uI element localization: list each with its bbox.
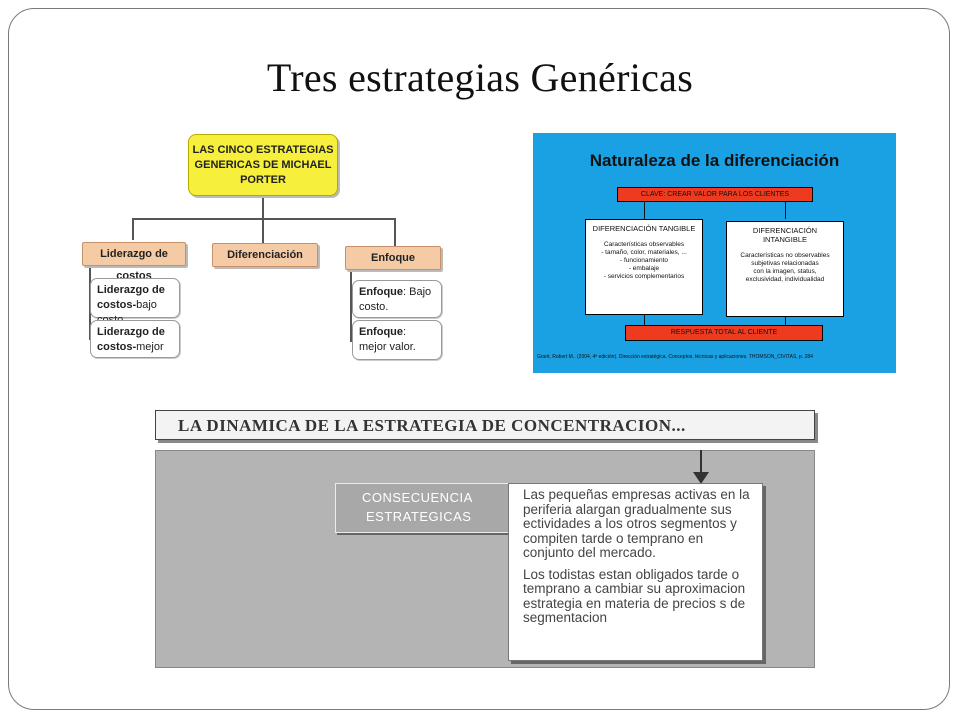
sub-box-enfoque-mejor: Enfoque: mejor valor.	[352, 320, 442, 360]
sub-box-costos-mejor: Liderazgo de costos-mejor	[90, 320, 180, 358]
intangible-card: DIFERENCIACIÓN INTANGIBLE Característica…	[726, 221, 844, 317]
diferenciacion-title: Naturaleza de la diferenciación	[589, 151, 840, 170]
diferenciacion-panel: Naturaleza de la diferenciación CLAVE: C…	[533, 133, 896, 373]
sub-box-text: : Bajo costo.	[359, 286, 432, 313]
concentracion-panel: LA DINAMICA DE LA ESTRATEGIA DE CONCENTR…	[155, 410, 815, 668]
sub-box-text: mejor	[136, 341, 164, 353]
consecuencia-label: CONSECUENCIA ESTRATEGICAS	[335, 483, 515, 533]
arrowhead-icon	[693, 472, 709, 484]
sub-box-bold: Liderazgo de costos-	[97, 284, 165, 311]
tangible-item: - tamaño, color, materiales, ...	[601, 249, 687, 256]
connector-line	[394, 218, 396, 246]
porter-root-box: LAS CINCO ESTRATEGIAS GENERICAS DE MICHA…	[188, 134, 338, 196]
paragraph: Las pequeñas empresas activas en la peri…	[523, 487, 750, 560]
tangible-item: - servicios complementarios	[603, 273, 685, 280]
sub-box-text: : mejor valor.	[359, 326, 416, 353]
connector-line	[89, 266, 91, 338]
connector-line	[262, 196, 264, 218]
branch-diferenciacion: Diferenciación	[212, 243, 318, 267]
tangible-heading: DIFERENCIACIÓN TANGIBLE	[592, 224, 696, 233]
concentracion-header-text: LA DINAMICA DE LA ESTRATEGIA DE CONCENTR…	[178, 416, 686, 435]
arrow-line	[785, 202, 786, 219]
intangible-line: Características no observables	[740, 252, 830, 259]
tangible-card: DIFERENCIACIÓN TANGIBLE Características …	[585, 219, 703, 315]
arrow-line	[785, 317, 786, 325]
connector-line	[350, 272, 352, 340]
arrow-line	[644, 315, 645, 325]
label-line: ESTRATEGICAS	[366, 509, 472, 524]
respuesta-total-box: RESPUESTA TOTAL AL CLIENTE	[625, 325, 823, 341]
arrow-line	[644, 202, 645, 219]
connector-line	[262, 218, 264, 243]
branch-enfoque: Enfoque	[345, 246, 441, 270]
intangible-heading: DIFERENCIACIÓN INTANGIBLE	[752, 226, 818, 244]
intangible-line: con la imagen, status,	[753, 268, 817, 275]
intangible-line: subjetivas relacionadas	[751, 260, 819, 267]
clave-box: CLAVE: CREAR VALOR PARA LOS CLIENTES	[617, 187, 813, 202]
slide-frame	[8, 8, 950, 710]
paragraph: Los todistas estan obligados tarde o tem…	[523, 566, 746, 625]
concentracion-header: LA DINAMICA DE LA ESTRATEGIA DE CONCENTR…	[155, 410, 815, 440]
down-arrow-icon	[700, 450, 702, 474]
label-line: CONSECUENCIA	[362, 490, 473, 505]
sub-box-bold: Enfoque	[359, 286, 403, 298]
tangible-item: - embalaje	[628, 265, 660, 272]
sub-box-bold: Liderazgo de costos-	[97, 326, 165, 353]
porter-diagram: LAS CINCO ESTRATEGIAS GENERICAS DE MICHA…	[80, 130, 460, 370]
slide-title: Tres estrategias Genéricas	[266, 55, 694, 100]
tangible-item: - funcionamiento	[619, 257, 669, 264]
sub-box-enfoque-bajo: Enfoque: Bajo costo.	[352, 280, 442, 318]
sub-box-bold: Enfoque	[359, 326, 403, 338]
tangible-intro: Características observables	[603, 241, 685, 248]
branch-liderazgo-costos: Liderazgo de costos	[82, 242, 186, 282]
connector-line	[132, 218, 134, 240]
sub-box-costos-bajo: Liderazgo de costos-bajo costo.	[90, 278, 180, 326]
citation-text: Grant, Robert M.. (2004, 4ª edición). Di…	[537, 354, 813, 360]
consecuencia-text: Las pequeñas empresas activas en la peri…	[508, 483, 763, 661]
intangible-line: exclusividad, individualidad	[745, 276, 825, 283]
